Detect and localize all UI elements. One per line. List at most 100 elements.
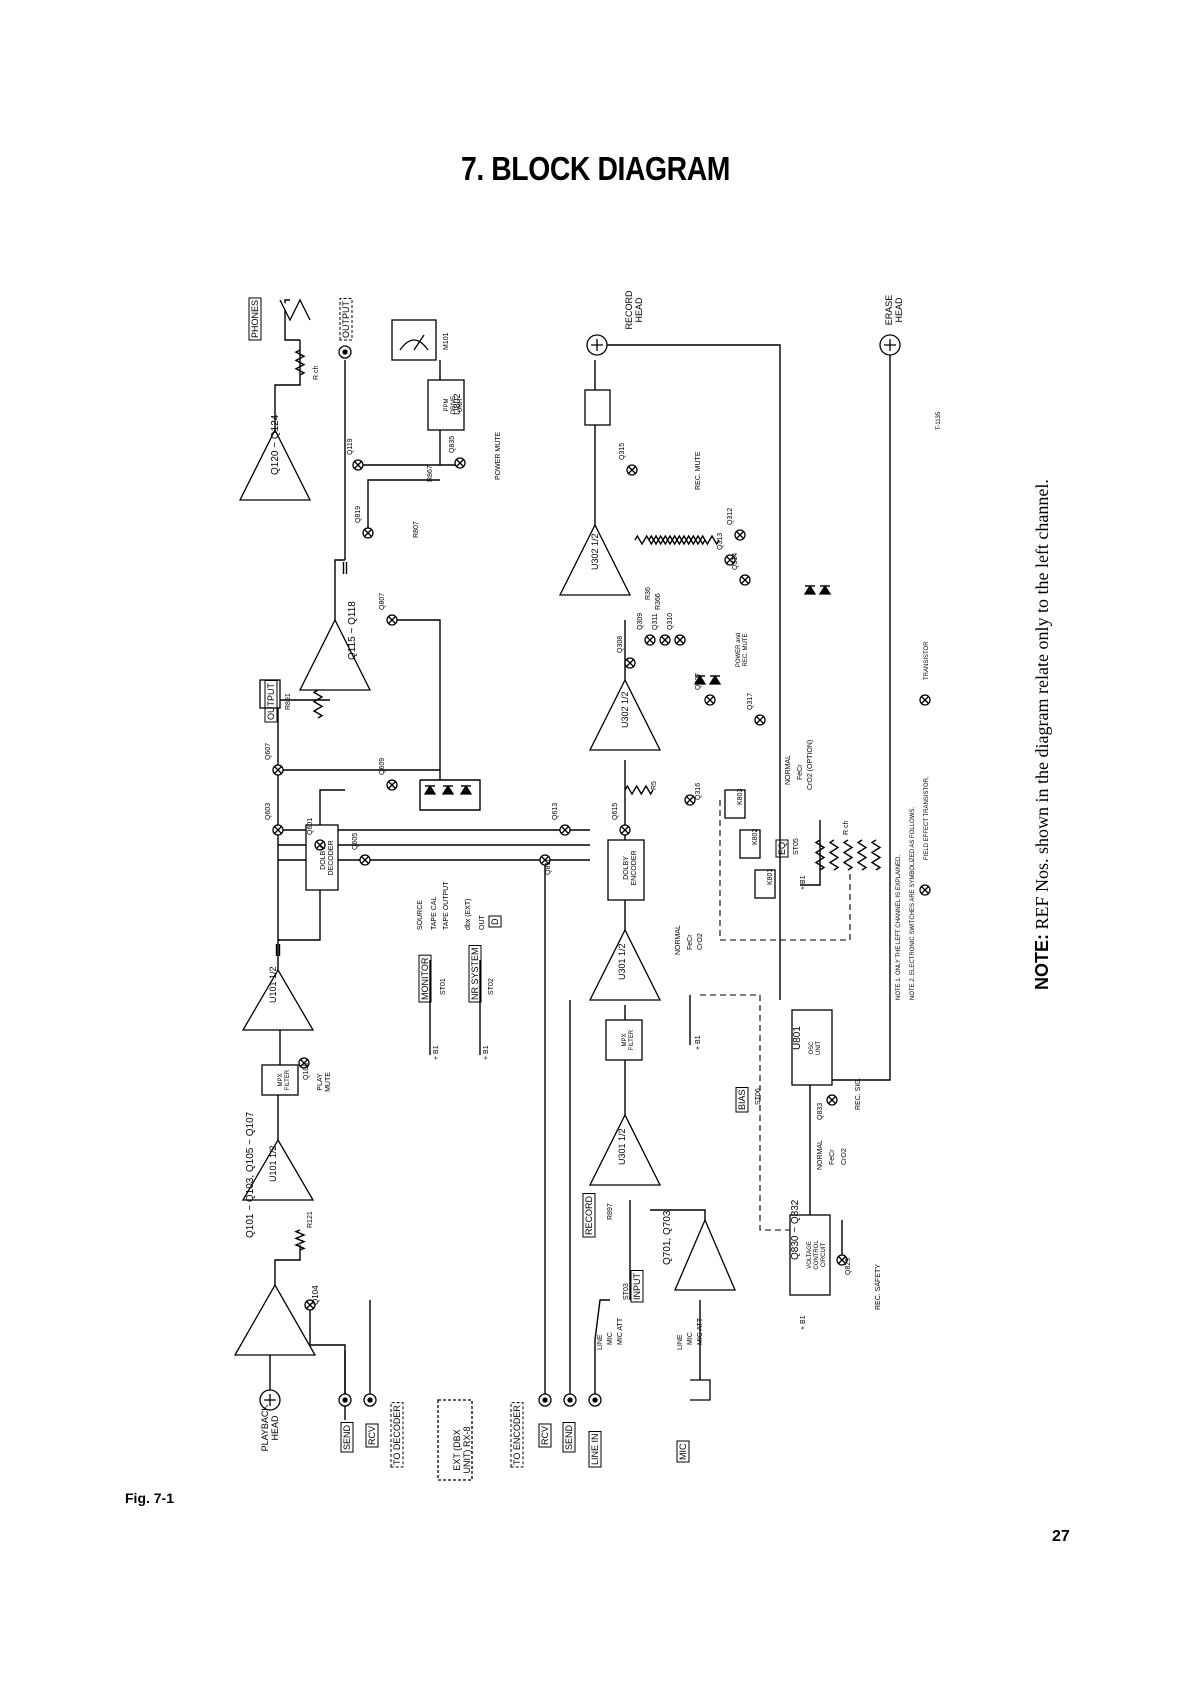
bridge-diode-1 — [423, 784, 437, 795]
k802-label: K802 — [752, 829, 759, 845]
u101b-label: U101 1/2 — [268, 966, 278, 1003]
to-encoder-label: TO ENCODER — [512, 1405, 522, 1465]
dolby-decoder-label: DOLBYDECODER — [320, 840, 335, 875]
q605-transistor-mark — [361, 856, 369, 864]
eq-diode-1 — [803, 584, 817, 595]
r366-label: R366 — [655, 593, 662, 610]
mpx-filter-pb-label-line: MPX — [278, 1073, 284, 1086]
wire — [800, 820, 821, 886]
send-in-label-frame — [562, 1421, 576, 1453]
nr-system-label: NR SYSTEM — [470, 947, 480, 1000]
u301a-label: U301 1/2 — [617, 1128, 627, 1165]
line-in-jack-pin — [592, 1397, 598, 1403]
monitor-label: MONITOR — [420, 957, 430, 1000]
voltage-control-label-line: CONTROL — [814, 1240, 820, 1270]
q315-transistor-mark — [628, 466, 636, 474]
q833-transistor-mark — [828, 1096, 836, 1104]
q310-transistor-mark — [676, 636, 684, 644]
k801-box — [754, 869, 776, 899]
mpx-filter-rec-label-line: MPX — [622, 1033, 628, 1046]
figure-label: Fig. 7-1 — [125, 1490, 175, 1506]
nr-system-label-frame — [468, 944, 482, 1003]
wire — [650, 1209, 706, 1220]
ext-dbx-frame — [437, 1399, 473, 1481]
st05-label: ST05 — [793, 838, 800, 855]
q101-label: Q101 ~ Q103, Q105 ~ Q107 — [245, 1111, 256, 1238]
note1-label: NOTE 1. ONLY THE LEFT CHANNEL IS EXPLAIN… — [896, 855, 902, 1000]
dolby-decoder-label-line: DOLBY — [320, 846, 327, 870]
out-label: OUT — [479, 915, 486, 931]
q101-amp — [233, 1283, 317, 1356]
rec-sig-label: REC. SIG. — [855, 1077, 862, 1110]
dolby-encoder-label-line: DOLBY — [623, 856, 630, 880]
ext-dbx-label-line: UNIT) RX-8 — [462, 1427, 472, 1474]
wire — [392, 619, 441, 780]
playback-head — [259, 1389, 281, 1411]
k803-box — [724, 789, 746, 819]
q601-transistor-mark — [316, 841, 324, 849]
send-out-label-frame — [340, 1421, 354, 1453]
mic-att-label: MIC ATT — [617, 1317, 624, 1345]
q314-label: Q314 — [732, 553, 739, 570]
q309-transistor-mark — [646, 636, 654, 644]
q104-transistor-mark — [306, 1301, 314, 1309]
q609-transistor-mark — [388, 781, 396, 789]
rch-bias-label: R ch — [843, 821, 850, 836]
wire — [274, 340, 301, 430]
wire — [419, 779, 481, 811]
rch-phones-label: R ch — [313, 366, 320, 381]
k802-box — [739, 829, 761, 859]
bias-trimmer — [856, 839, 868, 871]
normal-osc-label: NORMAL — [817, 1140, 824, 1170]
m101-label: M101 — [443, 332, 450, 350]
q615-transistor-mark — [621, 826, 629, 834]
to-decoder-label-frame — [390, 1402, 404, 1468]
st06-label: ST06 — [755, 1088, 762, 1105]
bias-trimmer — [814, 839, 826, 871]
erase-head-label-line: ERASE — [884, 295, 894, 326]
q835-label: Q835 — [449, 436, 456, 453]
rec-diode-2 — [708, 674, 722, 685]
note2-label: NOTE 2. ELECTRONIC SWITCHES ARE SYMBOLIZ… — [910, 807, 916, 1000]
wire — [820, 355, 891, 1081]
dbx-ext-label: dbx (EXT) — [465, 898, 472, 930]
line-in-label-frame — [588, 1430, 602, 1468]
diagram-wiring — [250, 299, 891, 1420]
ppm-drive-label-line: UNIT — [458, 398, 464, 412]
b1-eq-label: + B1 — [800, 875, 807, 890]
play-mute-label-line: PLAY — [317, 1073, 324, 1091]
record-vr-label-frame — [582, 1192, 596, 1238]
playback-head-label-line: HEAD — [270, 1415, 280, 1441]
fecr-eq-label: FeCr — [797, 764, 804, 780]
fecr-tape-label: FeCr — [687, 934, 694, 950]
dolby-symbol-label: D — [490, 918, 500, 925]
r807-label: R807 — [413, 521, 420, 538]
q615-label: Q615 — [612, 803, 619, 820]
mpx-filter-pb — [261, 1064, 299, 1096]
q313-label: Q313 — [717, 533, 724, 550]
st01-label: ST01 — [440, 978, 447, 995]
power-mute-label: POWER MUTE — [495, 431, 502, 480]
q316-label: Q316 — [695, 783, 702, 800]
u302a-amp — [588, 678, 662, 751]
q811-transistor-mark — [541, 856, 549, 864]
rec-diode-1 — [693, 674, 707, 685]
phones-connector-label-frame — [248, 297, 262, 341]
eq-label-frame — [775, 839, 789, 858]
u301a-amp — [588, 1113, 662, 1186]
q603-transistor-mark — [274, 826, 282, 834]
cro2-tape-label: CrO2 — [697, 933, 704, 950]
eq-label: EQ — [777, 842, 787, 855]
playback-head-label: PLAYBACKHEAD — [260, 1405, 280, 1452]
u101b-amp — [241, 968, 315, 1031]
mic-label: MIC — [678, 1443, 688, 1460]
meter-needle — [399, 334, 429, 351]
line-switch-label: LINE — [597, 1334, 604, 1350]
u302b-label: U302 1/2 — [590, 533, 600, 570]
q316-transistor-mark — [686, 796, 694, 804]
to-encoder-label-frame — [510, 1402, 524, 1468]
r867-label: R867 — [427, 465, 434, 482]
b1-vcc-label: + B1 — [800, 1315, 807, 1330]
